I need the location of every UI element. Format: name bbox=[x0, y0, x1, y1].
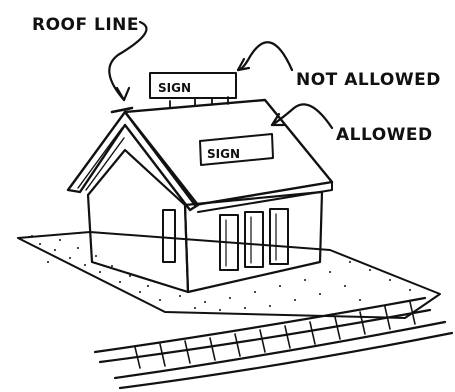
gable-window bbox=[163, 210, 175, 262]
roof-mounted-sign-text: SIGN bbox=[207, 147, 240, 161]
roof-mounted-sign: SIGN bbox=[200, 134, 273, 165]
ground-platform bbox=[18, 232, 440, 318]
rooftop-sign-text: SIGN bbox=[158, 81, 191, 95]
side-windows bbox=[220, 209, 288, 270]
not-allowed-label: NOT ALLOWED bbox=[296, 70, 441, 90]
railroad-track bbox=[95, 298, 452, 388]
building bbox=[68, 100, 332, 292]
allowed-label: ALLOWED bbox=[336, 125, 433, 145]
roof-line-label: ROOF LINE bbox=[32, 15, 139, 35]
